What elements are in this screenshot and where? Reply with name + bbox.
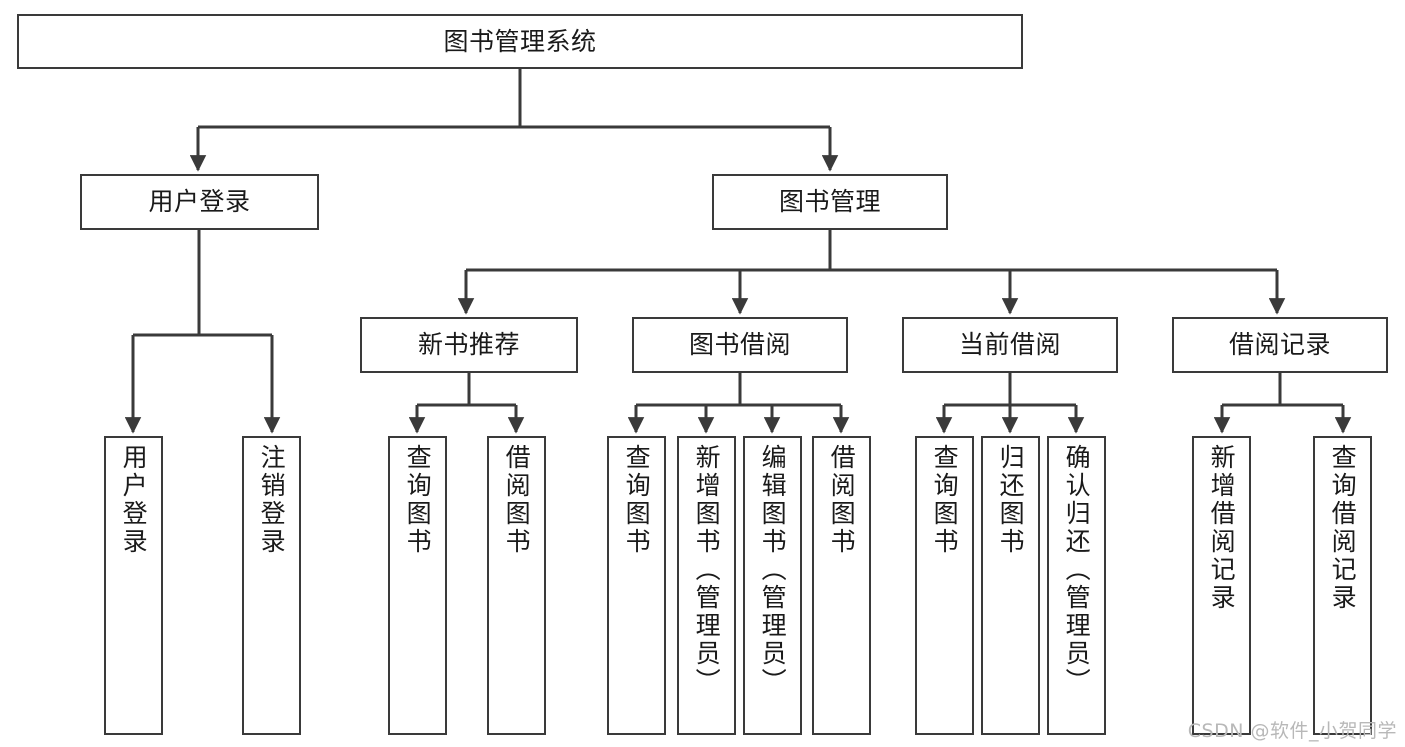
node-book-borrow-label: 图书借阅 xyxy=(688,330,791,359)
node-borrow-record-label: 借阅记录 xyxy=(1228,330,1331,359)
node-book-management[interactable]: 图书管理 xyxy=(712,174,948,230)
leaf-query-book-current-label: 查询图书 xyxy=(930,444,960,556)
node-book-borrow[interactable]: 图书借阅 xyxy=(632,317,848,373)
connector-currentborrow-to-leaves xyxy=(935,373,1085,434)
node-root[interactable]: 图书管理系统 xyxy=(17,14,1023,69)
leaf-add-book-admin-label: 新增图书（管理员） xyxy=(692,444,722,696)
node-root-label: 图书管理系统 xyxy=(443,26,597,56)
leaf-return-book-label: 归还图书 xyxy=(996,444,1026,556)
node-new-book-recommend[interactable]: 新书推荐 xyxy=(360,317,578,373)
node-new-book-recommend-label: 新书推荐 xyxy=(417,330,520,359)
leaf-borrow-book-recommend-label: 借阅图书 xyxy=(502,444,532,556)
leaf-query-borrow-record-label: 查询借阅记录 xyxy=(1328,444,1358,612)
connector-userlogin-to-leaves xyxy=(124,230,281,434)
leaf-user-login-label: 用户登录 xyxy=(119,444,149,556)
connector-bookborrow-to-leaves xyxy=(627,373,850,434)
leaf-query-book-current[interactable]: 查询图书 xyxy=(915,436,974,735)
node-current-borrow[interactable]: 当前借阅 xyxy=(902,317,1118,373)
leaf-user-login[interactable]: 用户登录 xyxy=(104,436,163,735)
leaf-query-borrow-record[interactable]: 查询借阅记录 xyxy=(1313,436,1372,735)
node-user-login-label: 用户登录 xyxy=(148,187,251,216)
connector-root-to-level2 xyxy=(189,69,839,172)
leaf-borrow-book-label: 借阅图书 xyxy=(827,444,857,556)
connector-borrowrecord-to-leaves xyxy=(1213,373,1352,434)
leaf-query-book-borrow-label: 查询图书 xyxy=(622,444,652,556)
leaf-return-book[interactable]: 归还图书 xyxy=(981,436,1040,735)
leaf-add-book-admin[interactable]: 新增图书（管理员） xyxy=(677,436,736,735)
connector-recommend-to-leaves xyxy=(408,373,525,434)
leaf-edit-book-admin[interactable]: 编辑图书（管理员） xyxy=(743,436,802,735)
leaf-add-borrow-record[interactable]: 新增借阅记录 xyxy=(1192,436,1251,735)
leaf-borrow-book-recommend[interactable]: 借阅图书 xyxy=(487,436,546,735)
leaf-borrow-book[interactable]: 借阅图书 xyxy=(812,436,871,735)
leaf-query-book-borrow[interactable]: 查询图书 xyxy=(607,436,666,735)
leaf-add-borrow-record-label: 新增借阅记录 xyxy=(1207,444,1237,612)
leaf-edit-book-admin-label: 编辑图书（管理员） xyxy=(758,444,788,696)
leaf-logout-login-label: 注销登录 xyxy=(257,444,287,556)
leaf-confirm-return-admin-label: 确认归还（管理员） xyxy=(1062,444,1092,696)
node-book-management-label: 图书管理 xyxy=(778,187,881,216)
leaf-confirm-return-admin[interactable]: 确认归还（管理员） xyxy=(1047,436,1106,735)
leaf-logout-login[interactable]: 注销登录 xyxy=(242,436,301,735)
leaf-query-book-recommend[interactable]: 查询图书 xyxy=(388,436,447,735)
node-borrow-record[interactable]: 借阅记录 xyxy=(1172,317,1388,373)
csdn-watermark: CSDN @软件_小贺同学 xyxy=(1187,720,1397,742)
node-current-borrow-label: 当前借阅 xyxy=(958,330,1061,359)
leaf-query-book-recommend-label: 查询图书 xyxy=(403,444,433,556)
connector-bookmgmt-to-level3 xyxy=(457,230,1286,315)
node-user-login[interactable]: 用户登录 xyxy=(80,174,319,230)
